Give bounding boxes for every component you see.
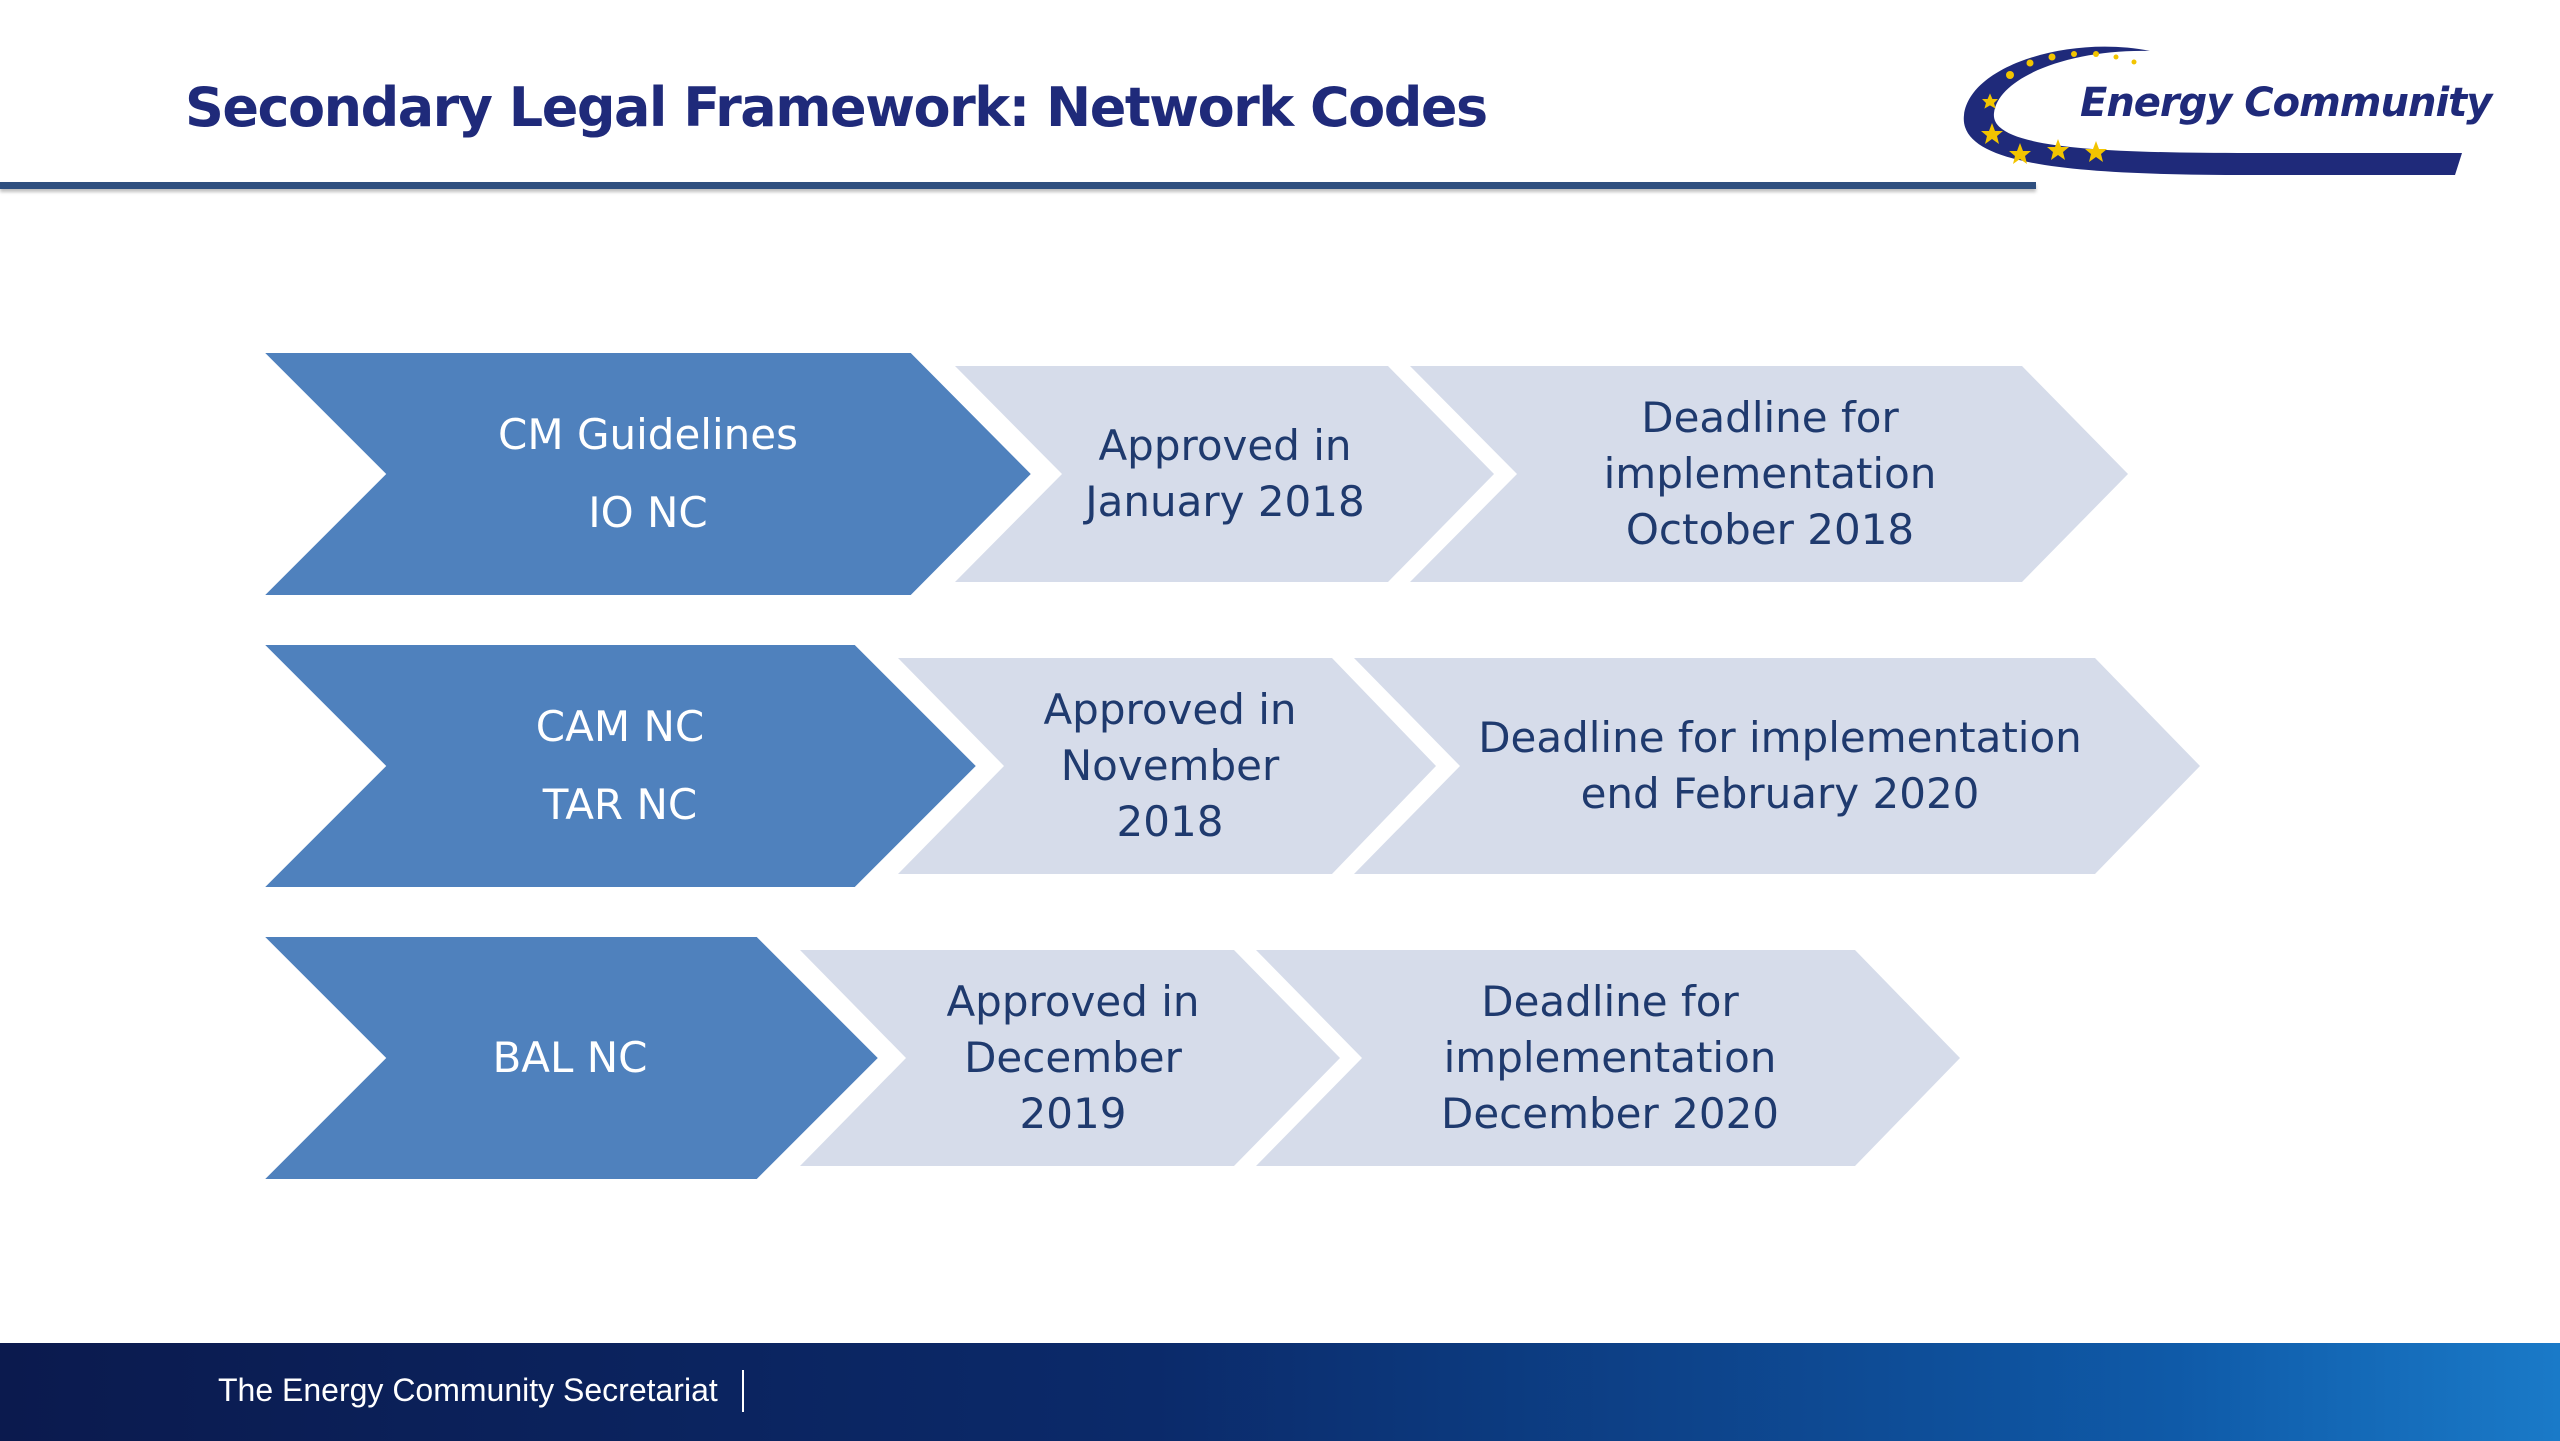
row1-code-line1: CM Guidelines [498, 410, 798, 459]
row2-approved-line3: 2018 [1116, 797, 1224, 846]
row1-approved-line2: January 2018 [1085, 477, 1365, 526]
row3-deadline-line3: December 2020 [1440, 1089, 1780, 1138]
chevron-row3-approved [800, 950, 1340, 1166]
row1-approved-label: Approved in January 2018 [1050, 366, 1400, 582]
row1-deadline-line1: Deadline for [1641, 393, 1899, 442]
row3-approved-line2: December [964, 1033, 1182, 1082]
row3-code-label: BAL NC [370, 944, 770, 1172]
row1-code-line2: IO NC [588, 488, 708, 537]
chevron-row1-code [250, 347, 1040, 601]
chevron-row3-code [250, 931, 887, 1185]
row3-approved-label: Approved in December 2019 [898, 950, 1248, 1166]
chevron-row2-code [250, 639, 985, 893]
chevron-row1-approved [955, 366, 1494, 582]
row2-deadline-label: Deadline for implementation end February… [1440, 658, 2120, 874]
row3-deadline-label: Deadline for implementation December 202… [1360, 950, 1860, 1166]
footer-separator [742, 1370, 744, 1412]
row2-approved-line2: November [1060, 741, 1280, 790]
row1-deadline-label: Deadline for implementation October 2018 [1520, 366, 2020, 582]
row2-code-label: CAM NC TAR NC [400, 652, 840, 880]
chevron-row3-deadline [1256, 950, 1960, 1166]
row2-code-line1: CAM NC [535, 702, 705, 751]
row3-deadline-line2: implementation [1443, 1033, 1777, 1082]
logo-text: Energy Community [2080, 80, 2492, 126]
row2-deadline-line1: Deadline for implementation [1478, 713, 2082, 762]
star-ring-icon [1981, 51, 2137, 164]
row1-deadline-line2: implementation [1603, 449, 1937, 498]
footer-bar [0, 1343, 2560, 1441]
row2-approved-label: Approved in November 2018 [995, 658, 1345, 874]
energy-community-logo-icon [1963, 46, 2462, 176]
row3-approved-line1: Approved in [946, 977, 1200, 1026]
row3-code-line1: BAL NC [492, 1033, 648, 1082]
row1-deadline-line3: October 2018 [1625, 505, 1915, 554]
chevron-row2-approved [898, 658, 1436, 874]
row2-code-line2: TAR NC [542, 780, 698, 829]
slide-title: Secondary Legal Framework: Network Codes [185, 76, 1488, 139]
row2-deadline-line2: end February 2020 [1580, 769, 1980, 818]
title-underline [0, 182, 2036, 189]
row3-deadline-line1: Deadline for [1481, 977, 1739, 1026]
footer-text: The Energy Community Secretariat [218, 1372, 718, 1408]
row2-approved-line1: Approved in [1043, 685, 1297, 734]
chevron-row1-deadline [1410, 366, 2128, 582]
row3-approved-line3: 2019 [1019, 1089, 1127, 1138]
chevron-row2-deadline [1354, 658, 2200, 874]
row1-approved-line1: Approved in [1098, 421, 1352, 470]
row1-code-label: CM Guidelines IO NC [420, 360, 876, 588]
